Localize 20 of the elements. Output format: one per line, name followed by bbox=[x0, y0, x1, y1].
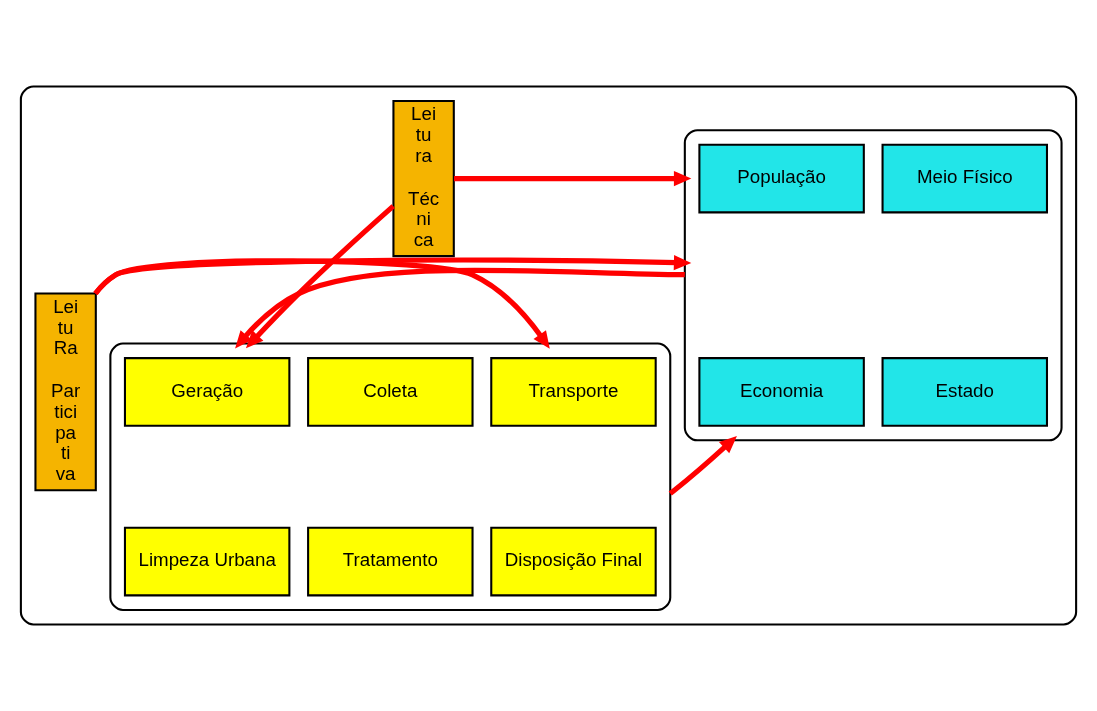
node-box: Economia bbox=[698, 357, 865, 427]
arrow bbox=[93, 258, 550, 349]
arrow bbox=[235, 267, 685, 349]
node-box: Lei tu Ra Par tici pa ti va bbox=[34, 292, 97, 492]
node-box: Lei tu ra Téc ni ca bbox=[392, 100, 455, 258]
node-box: Disposição Final bbox=[490, 526, 657, 597]
cluster bbox=[683, 129, 1063, 442]
node-box: Tratamento bbox=[307, 526, 474, 597]
node-box: População bbox=[698, 143, 865, 214]
node-box: Estado bbox=[881, 357, 1048, 427]
arrow bbox=[668, 435, 737, 496]
node-box: Meio Físico bbox=[881, 143, 1048, 214]
cluster bbox=[109, 342, 672, 611]
node-box: Coleta bbox=[307, 357, 474, 427]
node-box: Transporte bbox=[490, 357, 657, 427]
node-box: Limpeza Urbana bbox=[123, 526, 291, 597]
arrow bbox=[454, 170, 692, 187]
arrow bbox=[245, 204, 395, 349]
cluster bbox=[19, 85, 1078, 626]
node-box: Geração bbox=[123, 357, 291, 427]
